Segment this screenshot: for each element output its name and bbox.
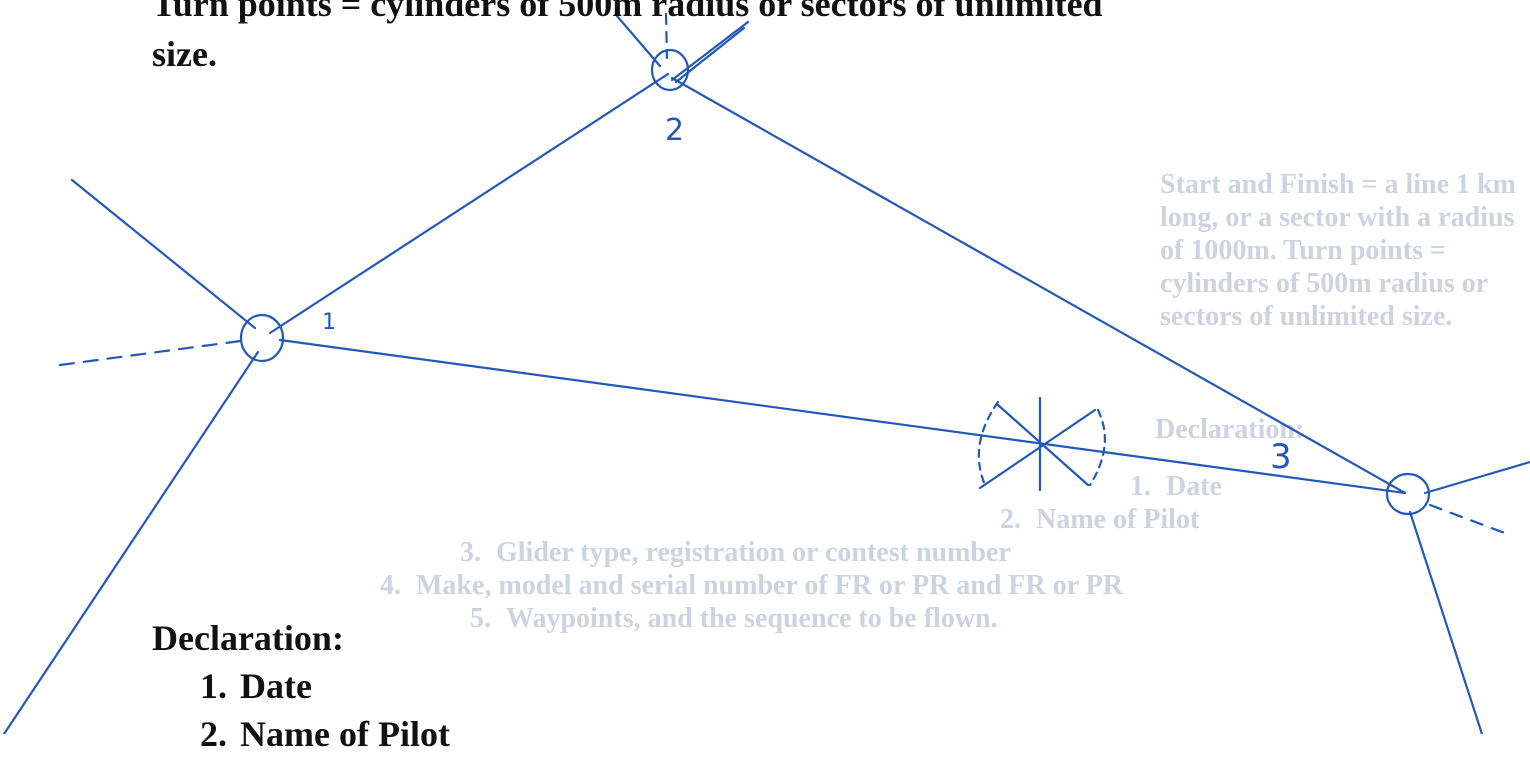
tp2-sector-right-b (674, 26, 746, 84)
waypoint-3-label: 3 (1270, 437, 1292, 477)
declaration-item: 1.Date (200, 666, 312, 706)
leg-1-to-4 (278, 338, 1407, 495)
tp3-sector-arc-left (977, 400, 1000, 487)
bleed-through-paragraph: Start and Finish = a line 1 km long, or … (1160, 169, 1516, 332)
waypoint-4-cylinder (1385, 472, 1431, 516)
declaration-heading: Declaration: (152, 618, 344, 658)
turn-points-text: Turn points = cylinders of 500m radius o… (152, 0, 1103, 24)
leg-1-to-2 (268, 72, 670, 335)
bleed-through-declaration-heading: Declaration: (1155, 414, 1305, 445)
bisector-tp4 (1428, 503, 1512, 537)
declaration-item: 2.Name of Pilot (200, 714, 450, 754)
bleed-through-item: 3.Glider type, registration or contest n… (460, 537, 1011, 568)
bleed-through-item: 4.Make, model and serial number of FR or… (380, 570, 1123, 601)
tp3-star-diag-b (978, 408, 1097, 490)
finish-line-right (1423, 460, 1530, 495)
start-line-upper (70, 178, 257, 330)
sketch-lines (2, 12, 1530, 734)
sector-line-lower-left (2, 350, 260, 734)
waypoint-1-cylinder (239, 313, 285, 363)
tp3-sector-arc-right (1088, 408, 1106, 487)
tp2-sector-right (670, 20, 750, 82)
task-sketch: 1 2 3 (2, 12, 1530, 734)
bleed-through-list: 1.Date 2.Name of Pilot 3.Glider type, re… (380, 470, 1530, 635)
turn-points-text-continued: size. (152, 34, 217, 74)
bleed-through-item: 2.Name of Pilot (1000, 504, 1200, 535)
declaration-list: 1.Date 2.Name of Pilot (200, 662, 450, 758)
bisector-tp1 (58, 338, 250, 367)
leg-2-to-4 (670, 76, 1407, 495)
waypoint-1-label: 1 (322, 310, 336, 335)
tp2-sector-left (615, 14, 662, 68)
finish-line-down (1408, 510, 1484, 734)
waypoint-2-label: 2 (665, 113, 684, 148)
waypoint-2-cylinder (650, 48, 690, 92)
bleed-through-item: 5.Waypoints, and the sequence to be flow… (470, 603, 998, 634)
bleed-through-item: 1.Date (1130, 471, 1222, 502)
